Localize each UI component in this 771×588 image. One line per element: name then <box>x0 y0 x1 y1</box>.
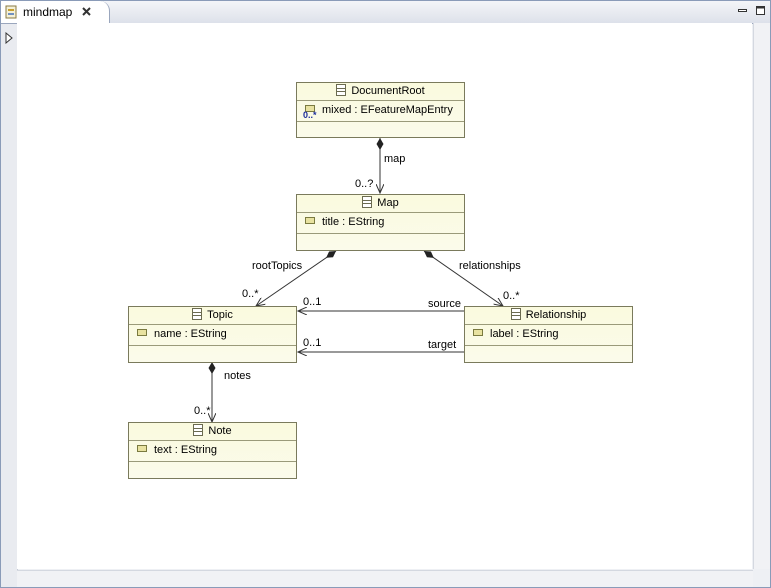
class-name: Map <box>377 197 399 209</box>
class-note[interactable]: Note text : EString <box>128 422 297 479</box>
attributes-compartment: mixed : EFeatureMapEntry 0..* <box>297 101 464 122</box>
attributes-compartment: name : EString <box>129 325 296 346</box>
eclass-icon <box>336 84 347 96</box>
class-name: DocumentRoot <box>351 85 425 97</box>
attributes-compartment: label : EString <box>465 325 632 346</box>
class-name: Topic <box>207 309 233 321</box>
triangle-right-icon[interactable] <box>5 32 13 44</box>
attribute-label: text : EString <box>154 444 217 456</box>
attributes-compartment: title : EString <box>297 213 464 234</box>
attribute-label: title : EString <box>322 216 385 228</box>
edge-mult-map: 0..? <box>355 178 374 190</box>
maximize-icon[interactable] <box>755 5 766 16</box>
class-name: Relationship <box>525 309 587 321</box>
eclass-icon <box>510 308 521 320</box>
edge-label-map: map <box>384 153 406 165</box>
attribute-text[interactable]: text : EString <box>137 444 217 456</box>
attribute-label: mixed : EFeatureMapEntry <box>322 104 453 116</box>
ecore-diagram-icon <box>5 5 17 19</box>
tab-bar: mindmap <box>1 1 770 24</box>
class-header: Topic <box>129 307 296 325</box>
edge-mult-notes: 0..* <box>194 405 211 417</box>
class-header: Map <box>297 195 464 213</box>
eattribute-icon <box>137 329 147 336</box>
vertical-scrollbar[interactable] <box>753 23 770 569</box>
class-relationship[interactable]: Relationship label : EString <box>464 306 633 363</box>
edge-mult-relationships: 0..* <box>503 290 520 302</box>
edge-label-target: target <box>428 339 457 351</box>
eattribute-icon <box>305 217 315 224</box>
class-header: Note <box>129 423 296 441</box>
class-document-root[interactable]: DocumentRoot mixed : EFeatureMapEntry 0.… <box>296 82 465 138</box>
eclass-icon <box>193 424 204 436</box>
class-header: DocumentRoot <box>297 83 464 101</box>
eattribute-icon <box>305 105 315 112</box>
edge-label-relationships: relationships <box>459 260 521 272</box>
edge-mult-root-topics: 0..* <box>242 288 259 300</box>
edge-mult-target: 0..1 <box>303 337 322 349</box>
horizontal-scrollbar[interactable] <box>17 570 753 587</box>
edge-mult-source: 0..1 <box>303 296 322 308</box>
eattribute-icon <box>137 445 147 452</box>
tab-label: mindmap <box>23 5 73 19</box>
attributes-compartment: text : EString <box>129 441 296 462</box>
attribute-label: name : EString <box>154 328 227 340</box>
edge-label-root-topics: rootTopics <box>252 260 303 272</box>
eclass-icon <box>362 196 373 208</box>
attribute-mixed[interactable]: mixed : EFeatureMapEntry <box>305 104 453 116</box>
attribute-label: label : EString <box>490 328 559 340</box>
tab-mindmap[interactable]: mindmap <box>1 1 110 23</box>
palette-strip <box>1 24 18 587</box>
edge-label-notes: notes <box>224 370 251 382</box>
minimize-icon[interactable] <box>737 5 748 16</box>
close-icon[interactable] <box>81 6 92 17</box>
class-map[interactable]: Map title : EString <box>296 194 465 251</box>
edge-label-source: source <box>428 298 462 310</box>
attribute-multiplicity-badge: 0..* <box>303 110 317 120</box>
attribute-name[interactable]: name : EString <box>137 328 227 340</box>
eclass-icon <box>192 308 203 320</box>
attribute-label-field[interactable]: label : EString <box>473 328 558 340</box>
eattribute-icon <box>473 329 483 336</box>
class-topic[interactable]: Topic name : EString <box>128 306 297 363</box>
class-name: Note <box>208 425 232 437</box>
class-header: Relationship <box>465 307 632 325</box>
attribute-title[interactable]: title : EString <box>305 216 384 228</box>
